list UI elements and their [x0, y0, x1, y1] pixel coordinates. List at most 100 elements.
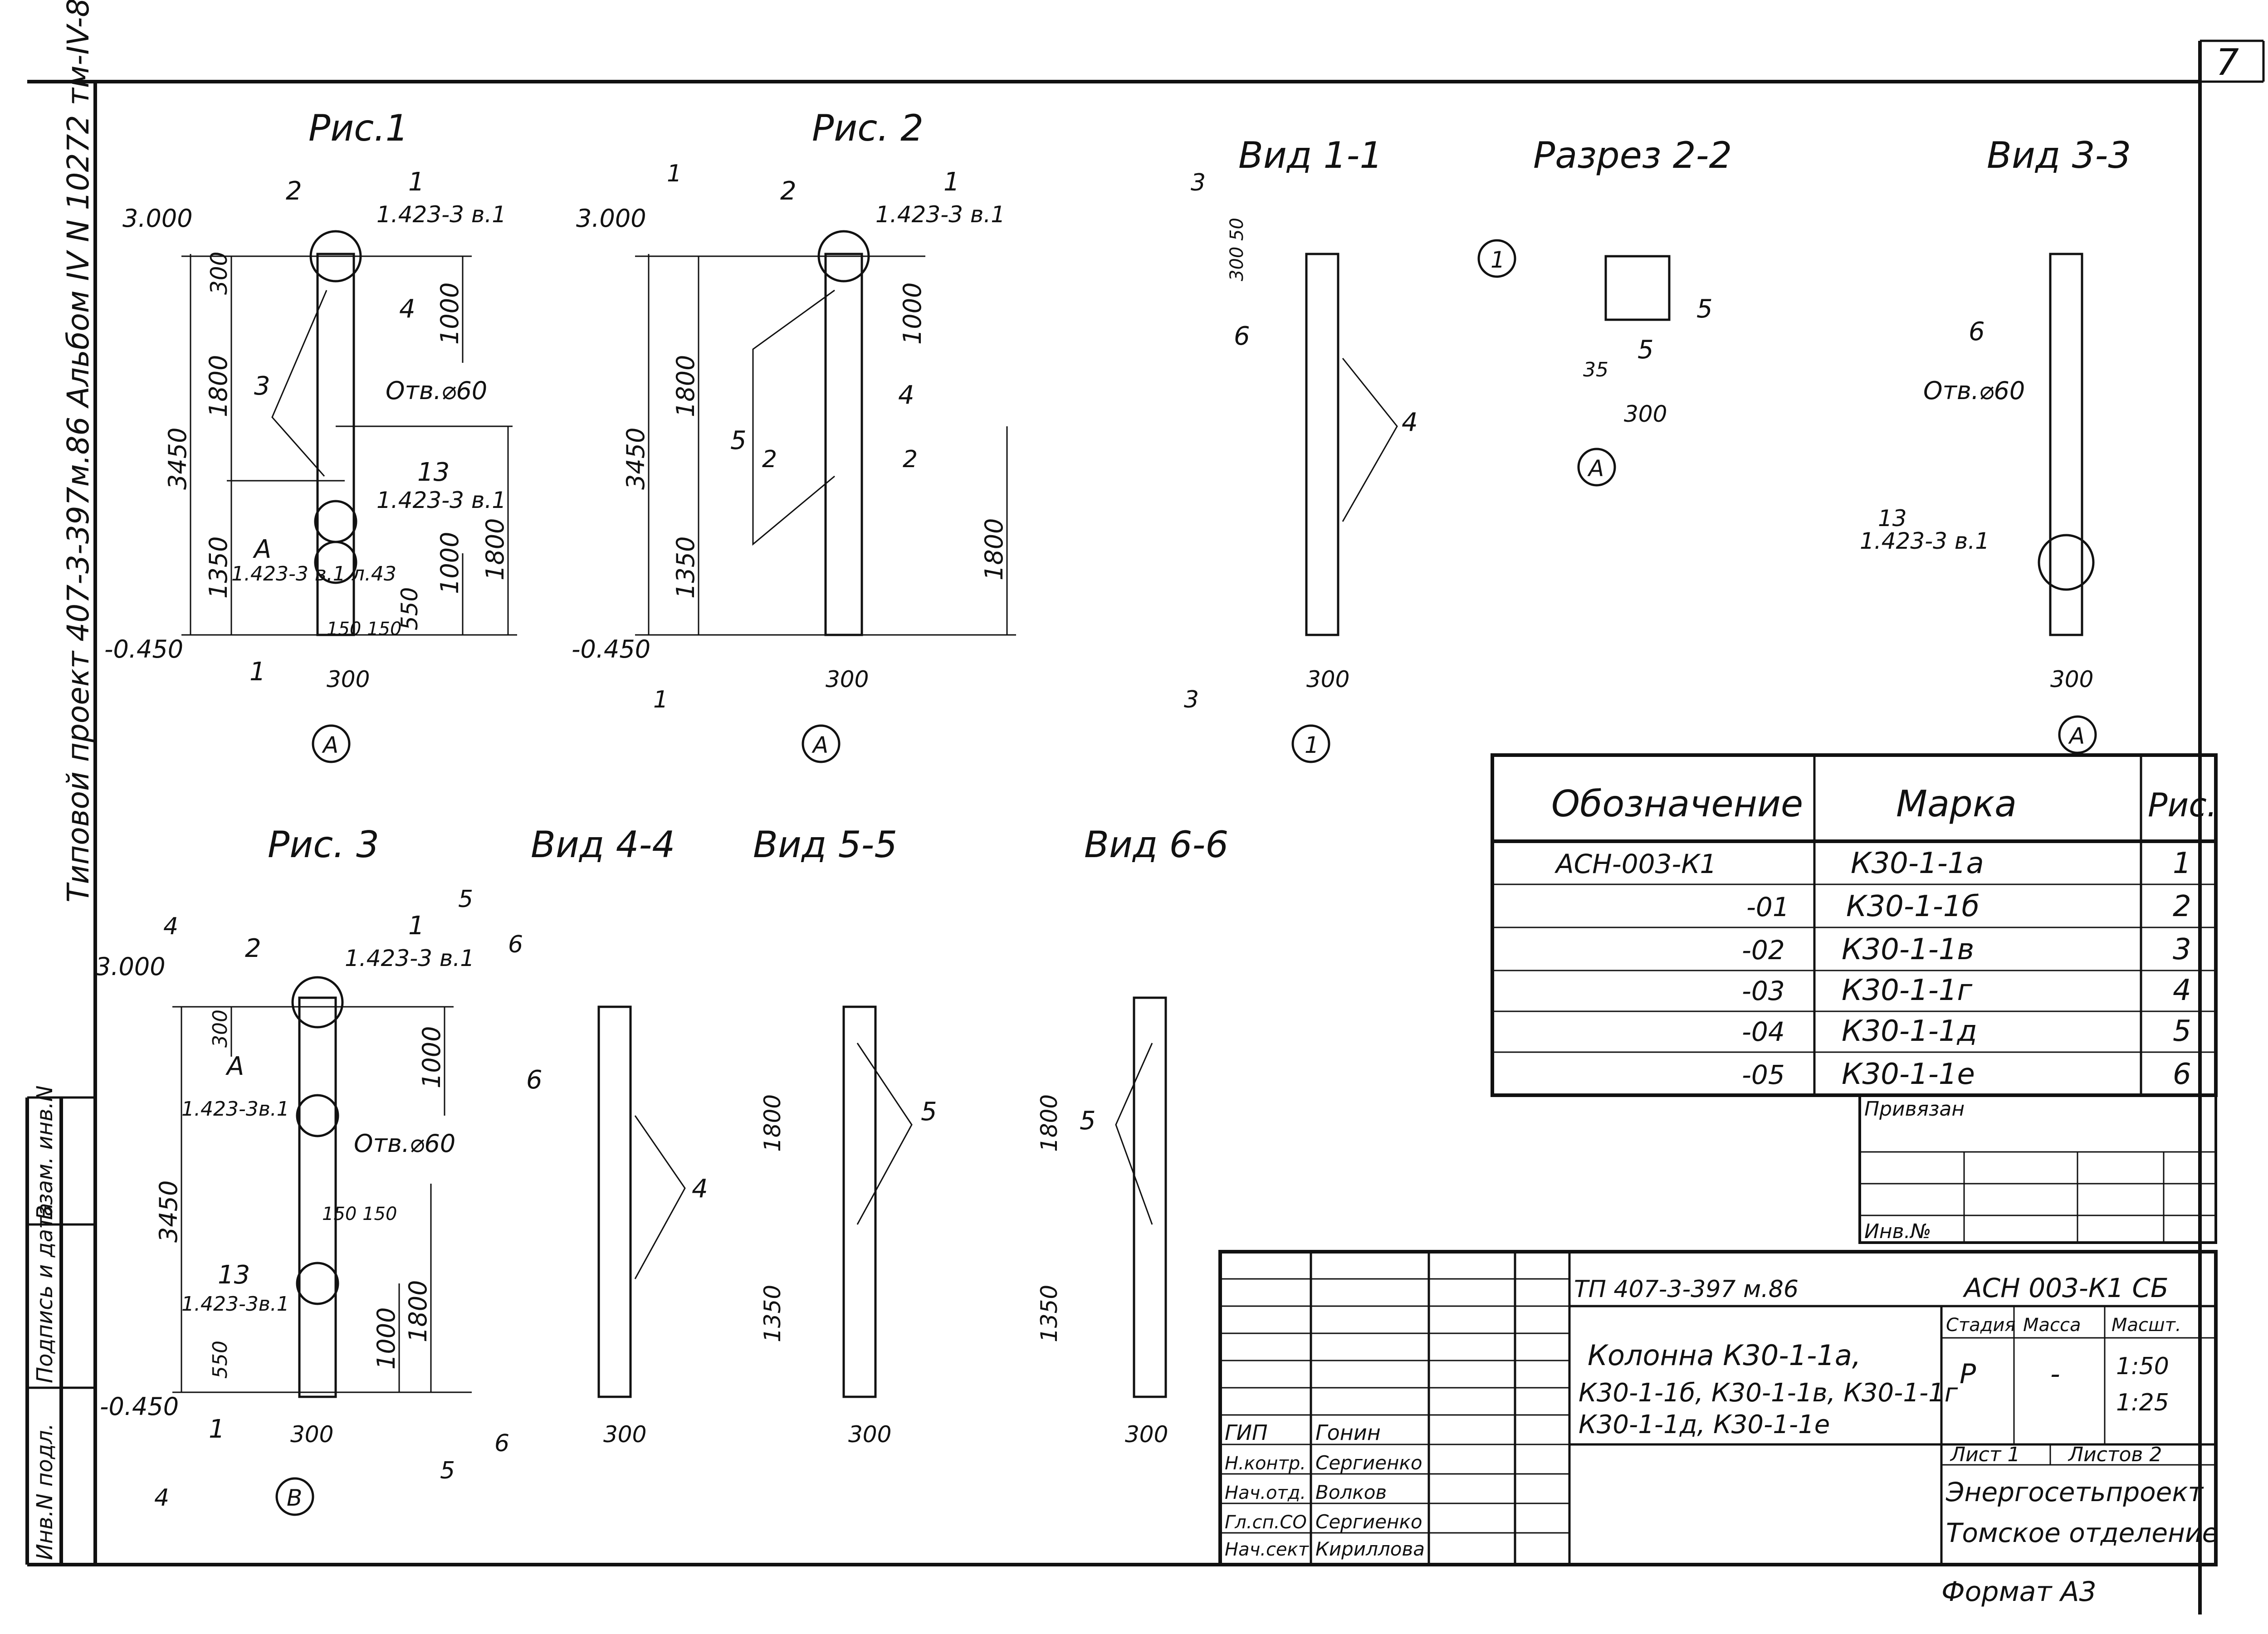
detail-circle [296, 1262, 339, 1305]
cut-1b: 1 [653, 686, 668, 713]
stamp-vzam: Взам. инв.N [32, 1085, 58, 1220]
axis-A: А [322, 732, 338, 758]
tb-name: Кириллова [1315, 1538, 1425, 1560]
elev-top: 3.000 [95, 952, 166, 981]
pos-5: 5 [1080, 1106, 1096, 1136]
ref-13: 1.423-3в.1 [181, 1293, 289, 1316]
dim-1000: 1000 [417, 1026, 446, 1088]
dim-1800: 1800 [759, 1094, 786, 1152]
tb-sheets: Листов 2 [2068, 1443, 2162, 1466]
tb-mass: - [2050, 1358, 2060, 1390]
tb-title-3: К30-1-1д, К30-1-1е [1579, 1410, 1830, 1439]
ref-A: 1.423-3в.1 [181, 1097, 289, 1121]
cut-4b: 4 [154, 1484, 169, 1512]
tb-name: Сергиенко [1315, 1511, 1422, 1533]
title-block: ТП 407-3-397 м.86 АСН 003-К1 СБ Колонна … [1218, 1250, 2218, 1566]
fig1-title: Рис.1 [308, 107, 409, 149]
axis-bubble [1291, 724, 1330, 763]
leader [1342, 358, 1398, 522]
axis-1: 1 [1491, 247, 1505, 273]
hole: Отв.⌀60 [1923, 376, 2025, 405]
tb-project: ТП 407-3-397 м.86 [1574, 1276, 1799, 1303]
privyazan-label: Привязан [1864, 1097, 1965, 1121]
format-label: Формат А3 [1941, 1576, 2097, 1608]
dim-3450: 3450 [621, 428, 650, 490]
page-number: 7 [2216, 41, 2239, 83]
spec-table: Обозначение Марка Рис. АСН-003-К1 К30-1-… [1491, 753, 2218, 1097]
leader [752, 289, 835, 546]
pos-A: А [253, 535, 271, 564]
dim-300b: 300 [826, 666, 869, 693]
column-body [824, 253, 863, 636]
dim-30050: 300 50 [1227, 218, 1247, 281]
column-body [842, 1005, 877, 1398]
cell-mark: К30-1-1в [1842, 933, 1974, 966]
view11-title: Вид 1-1 [1238, 134, 1383, 176]
dim-300: 300 [206, 252, 232, 295]
tb-title-1: Колонна К30-1-1а, [1588, 1339, 1861, 1372]
elev-top: 3.000 [576, 204, 646, 233]
stamp-inv: Инв.N подл. [32, 1423, 58, 1560]
elev-bottom: -0.450 [572, 635, 650, 663]
detail-circle [291, 976, 344, 1029]
tb-code: АСН 003-К1 СБ [1962, 1273, 2169, 1303]
leader [271, 290, 327, 477]
cut-2b: 2 [903, 446, 918, 473]
cut-1: 1 [667, 160, 682, 187]
dim-3450: 3450 [154, 1180, 183, 1243]
cell-mark: К30-1-1д [1842, 1015, 1977, 1048]
privyazan-block: Привязан Инв.№ [1858, 1094, 2217, 1244]
ref-13: 1.423-3 в.1 [1860, 528, 1989, 554]
pos-13: 13 [218, 1260, 250, 1290]
view-5-5: Вид 5-5 5 1800 1350 300 [753, 824, 937, 1448]
cut-6b: 6 [494, 1430, 509, 1457]
tb-org1: Энергосетьпроект [1945, 1477, 2204, 1507]
cell-mark: К30-1-1б [1846, 890, 1980, 923]
pos-3: 3 [254, 371, 270, 401]
dim-3450: 3450 [163, 428, 192, 490]
column-body [1305, 253, 1339, 636]
fig2-title: Рис. 2 [812, 107, 924, 149]
cell-designation: -01 [1746, 892, 1789, 922]
dim-35: 35 [1583, 358, 1608, 381]
pos-1: 1 [408, 167, 425, 197]
dim-1350: 1350 [204, 537, 233, 599]
cell-mark: К30-1-1е [1842, 1058, 1975, 1091]
dim-150: 150 150 [322, 1204, 397, 1224]
pos-4: 4 [1402, 408, 1418, 437]
cell-designation: АСН-003-К1 [1554, 849, 1716, 879]
pos-6: 6 [1969, 317, 1985, 346]
tb-stage: Р [1960, 1358, 1976, 1390]
pos-13: 13 [1878, 505, 1907, 532]
cell-fig: 2 [2173, 890, 2191, 923]
ref-A: 1.423-3 в.1 л.43 [231, 562, 396, 585]
dim-300b: 300 [603, 1421, 646, 1448]
tb-title-2: К30-1-1б, К30-1-1в, К30-1-1г [1579, 1378, 1958, 1408]
dim-300b: 300 [290, 1421, 333, 1448]
column-body [2049, 253, 2083, 636]
pos-2: 2 [245, 934, 261, 963]
fig3-title: Рис. 3 [268, 824, 379, 866]
view-1-1: Вид 1-1 4 6 300 50 3 3 300 1 [1184, 134, 1418, 763]
dim-1800: 1800 [1036, 1094, 1062, 1152]
tb-scale1: 1:50 [2116, 1353, 2169, 1380]
dim-350: 300 [209, 1010, 232, 1048]
pos-1b: 1 [249, 657, 266, 687]
cell-designation: -02 [1742, 935, 1785, 966]
figure-3: Рис. 3 3.000 -0.450 3450 1000 1800 1000 … [95, 824, 474, 1516]
view33-title: Вид 3-3 [1987, 134, 2131, 176]
axis-bubble [802, 724, 841, 763]
figure-2: Рис. 2 3.000 -0.450 3450 1800 1350 1800 … [572, 107, 1016, 763]
cell-mark: К30-1-1г [1842, 974, 1973, 1007]
dim-300b: 300 [1125, 1421, 1168, 1448]
pos-5: 5 [730, 426, 747, 455]
hole: Отв.⌀60 [386, 376, 487, 405]
axis-B: В [287, 1485, 302, 1511]
dim-300: 300 [1624, 401, 1667, 427]
detail-circle [296, 1094, 339, 1137]
axis-bubble [2058, 715, 2097, 754]
cut-5b: 5 [440, 1457, 455, 1484]
side-note: Типовой проект 407-3-397м.86 Альбом IV N… [61, 0, 96, 902]
tb-scale-h: Масшт. [2112, 1315, 2181, 1336]
dim-300b: 300 [327, 666, 370, 693]
